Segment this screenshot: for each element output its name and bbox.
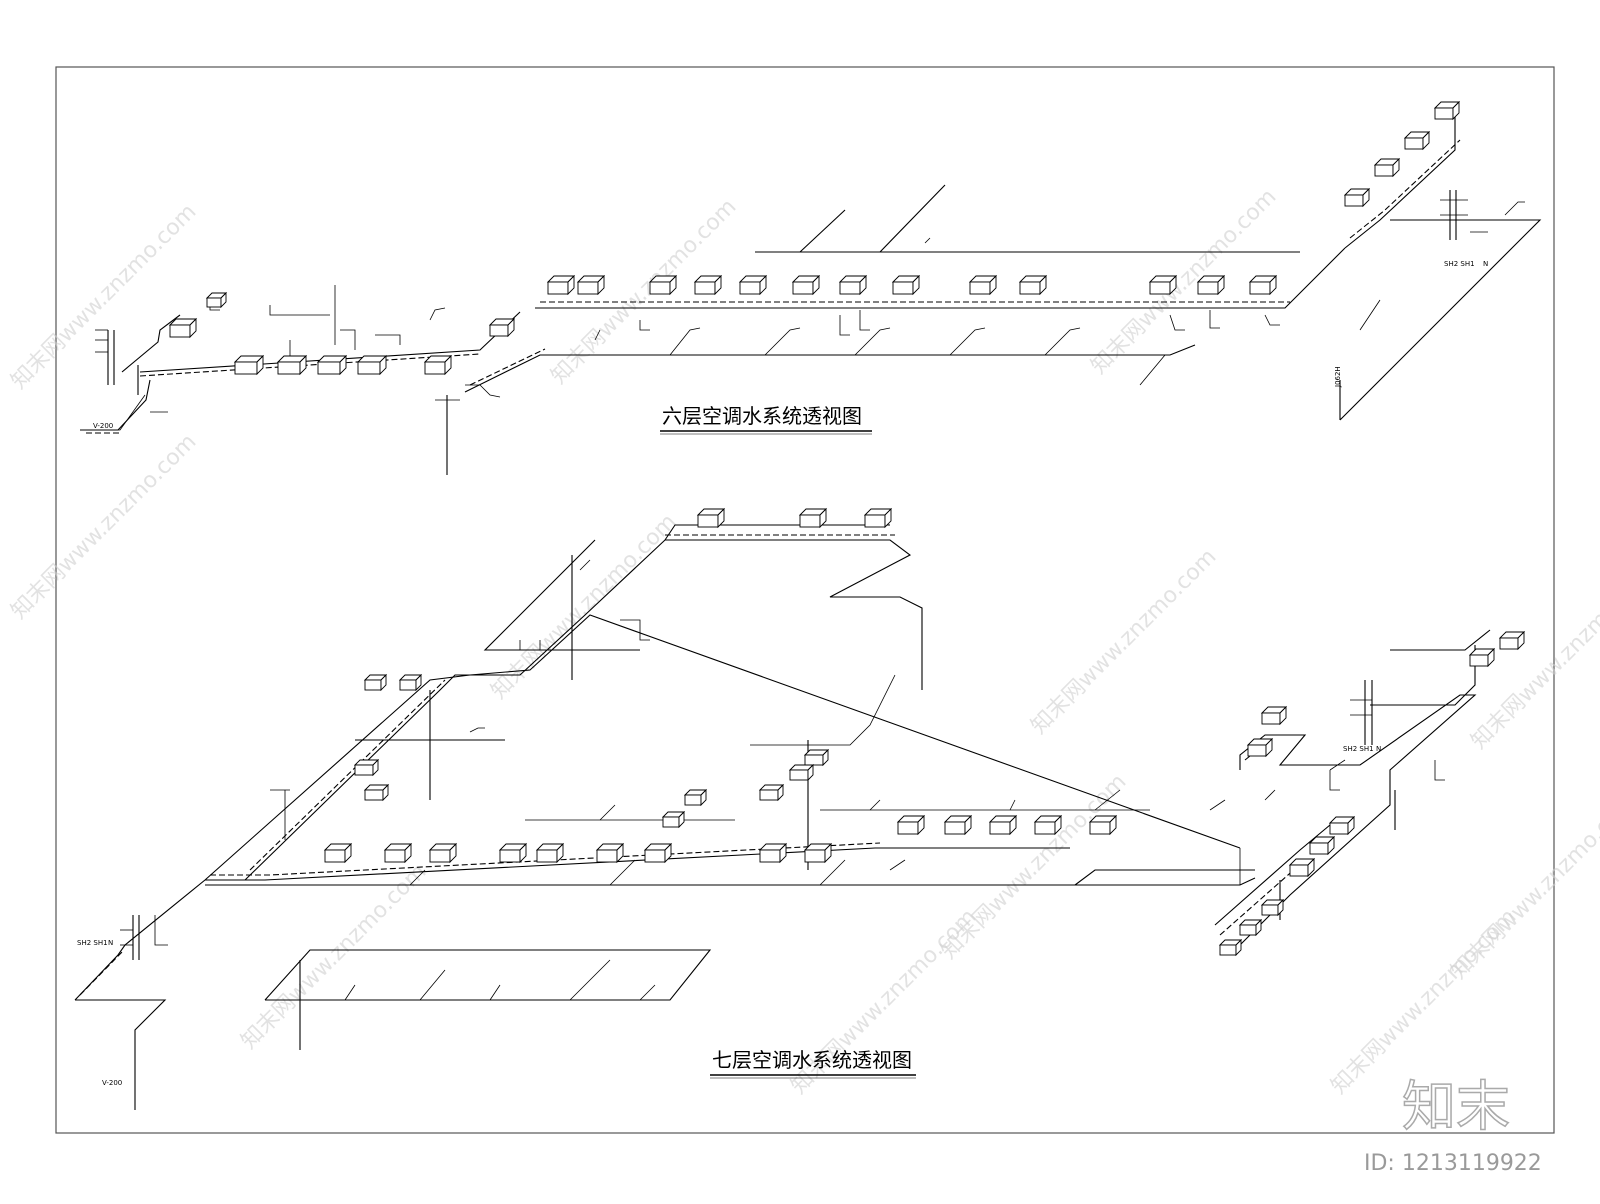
fan-coil-unit-icon (943, 814, 973, 836)
fan-coil-unit-icon (595, 842, 625, 864)
fan-coil-unit-icon (968, 274, 998, 296)
floor6-drawing-title: 六层空调水系统透视图 (662, 404, 862, 428)
image-id-text: ID: 1213119922 (1364, 1151, 1542, 1176)
fan-coil-unit-icon (363, 673, 388, 692)
fan-coil-unit-icon (168, 317, 198, 339)
fan-coil-unit-icon (803, 842, 833, 864)
fan-coil-unit-icon (1403, 130, 1431, 151)
fan-coil-unit-icon (693, 274, 723, 296)
floor6-fan-coil-units (168, 100, 1461, 376)
floor7-fan-coil-units (323, 507, 1526, 957)
fan-coil-unit-icon (738, 274, 768, 296)
fan-coil-unit-icon (428, 842, 458, 864)
fan-coil-unit-icon (363, 783, 390, 802)
fan-coil-unit-icon (353, 758, 380, 777)
fan-coil-unit-icon (276, 354, 308, 376)
fan-coil-unit-icon (1288, 857, 1316, 878)
fan-coil-unit-icon (1260, 898, 1285, 917)
floor6-n-label: N (1483, 260, 1488, 268)
fan-coil-unit-icon (576, 274, 606, 296)
drawing-border (55, 66, 1555, 1134)
fan-coil-unit-icon (546, 274, 576, 296)
fan-coil-unit-icon (1148, 274, 1178, 296)
fan-coil-unit-icon (1088, 814, 1118, 836)
fan-coil-unit-icon (383, 842, 413, 864)
floor7-right-n-label: N (1376, 745, 1381, 753)
floor6-riser-label-j062h: J062H (1334, 366, 1342, 388)
fan-coil-unit-icon (788, 763, 815, 782)
fan-coil-unit-icon (498, 842, 528, 864)
floor6-riser-label-v200: V-200 (93, 422, 113, 430)
fan-coil-unit-icon (423, 354, 453, 376)
floor6-system (80, 110, 1542, 475)
fan-coil-unit-icon (316, 354, 348, 376)
fan-coil-unit-icon (1018, 274, 1048, 296)
fan-coil-unit-icon (661, 810, 686, 829)
watermark-text: 知末网www.znzmo.com (1027, 544, 1222, 739)
fan-coil-unit-icon (798, 507, 828, 529)
fan-coil-unit-icon (1196, 274, 1226, 296)
floor6-supply-label: SH2 SH1 (1444, 260, 1475, 268)
fan-coil-unit-icon (643, 842, 673, 864)
fan-coil-unit-icon (791, 274, 821, 296)
fan-coil-unit-icon (1373, 157, 1401, 178)
floor7-system (74, 524, 1276, 1110)
fan-coil-unit-icon (1343, 187, 1371, 208)
floor7-left-supply-label: SH2 SH1 (77, 939, 108, 947)
watermark-brand-logo: 知末 (1402, 1075, 1510, 1138)
fan-coil-unit-icon (988, 814, 1018, 836)
fan-coil-unit-icon (233, 354, 265, 376)
floor7-right-subsystem (1214, 629, 1491, 946)
fan-coil-unit-icon (863, 507, 893, 529)
watermark-layer: 知末网www.znzmo.com 知末网www.znzmo.com 知末网www.z… (7, 184, 1600, 1099)
fan-coil-unit-icon (488, 317, 516, 338)
fan-coil-unit-icon (696, 507, 726, 529)
fan-coil-unit-icon (803, 748, 830, 767)
floor7-drawing-title: 七层空调水系统透视图 (712, 1048, 912, 1072)
fan-coil-unit-icon (1498, 630, 1526, 651)
fan-coil-unit-icon (648, 274, 678, 296)
floor7-riser-label-v200: V-200 (102, 1079, 122, 1087)
fan-coil-unit-icon (1246, 737, 1274, 758)
fan-coil-unit-icon (1468, 647, 1496, 668)
fan-coil-unit-icon (535, 842, 565, 864)
floor7-right-supply-label: SH2 SH1 (1343, 745, 1374, 753)
watermark-text: 知末网www.znzmo.com (1447, 789, 1600, 984)
fan-coil-unit-icon (1248, 274, 1278, 296)
fan-coil-unit-icon (1260, 705, 1288, 726)
fan-coil-unit-icon (1238, 918, 1263, 937)
fan-coil-unit-icon (896, 814, 926, 836)
fan-coil-unit-icon (758, 842, 788, 864)
fan-coil-unit-icon (205, 291, 228, 309)
fan-coil-unit-icon (1033, 814, 1063, 836)
fan-coil-unit-icon (891, 274, 921, 296)
watermark-text: 知末网www.znzmo.com (7, 429, 202, 624)
floor7-left-n-label: N (108, 939, 113, 947)
fan-coil-unit-icon (1308, 835, 1336, 856)
fan-coil-unit-icon (323, 842, 353, 864)
fan-coil-unit-icon (683, 788, 708, 807)
watermark-text: 知末网www.znzmo.com (237, 859, 432, 1054)
fan-coil-unit-icon (398, 673, 423, 692)
fan-coil-unit-icon (1328, 815, 1356, 836)
fan-coil-unit-icon (838, 274, 868, 296)
fan-coil-unit-icon (1433, 100, 1461, 121)
watermark-text: 知末网www.znzmo.com (7, 199, 202, 394)
fan-coil-unit-icon (1218, 938, 1243, 957)
fan-coil-unit-icon (356, 354, 388, 376)
fan-coil-unit-icon (758, 783, 785, 802)
